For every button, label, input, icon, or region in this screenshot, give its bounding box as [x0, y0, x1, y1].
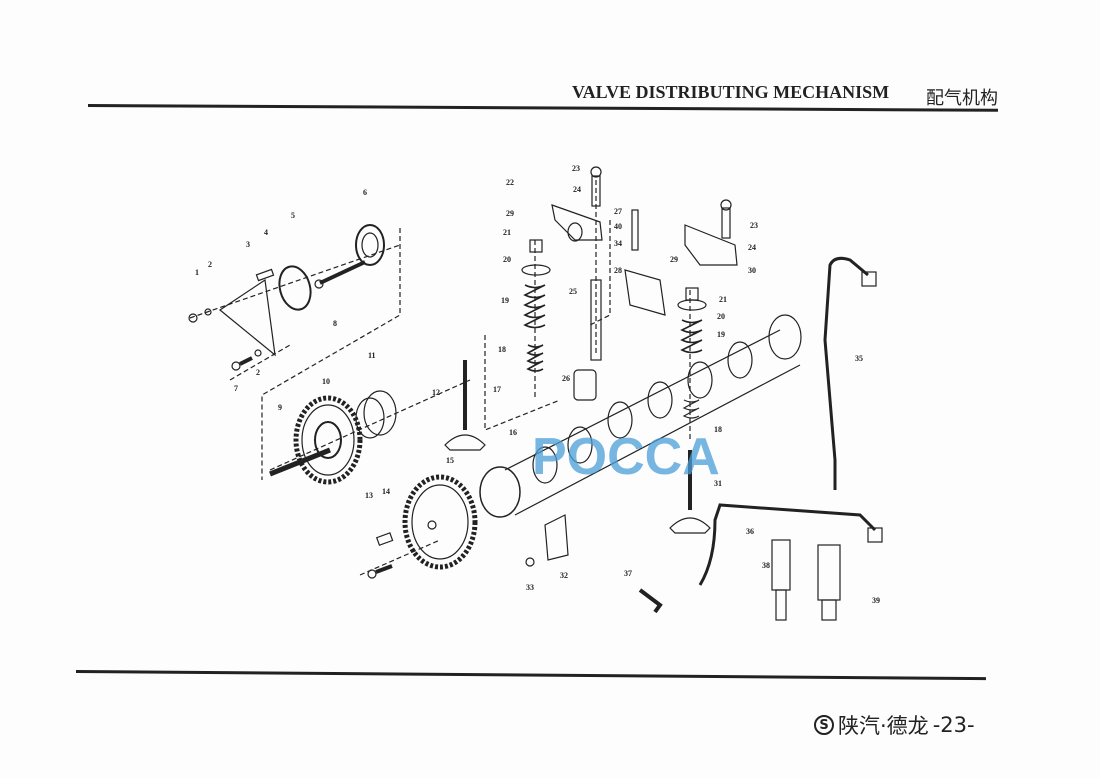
fitting-39-part — [817, 544, 841, 601]
callout: 14 — [382, 487, 390, 496]
rocker-support-part — [624, 269, 666, 316]
camshaft-gear-part — [402, 474, 478, 570]
inner-spring-right-part — [682, 399, 700, 419]
brand-name: 陕汽·德龙 — [838, 714, 929, 738]
lock-nut-part — [590, 166, 602, 178]
section-title-chinese: 配气机构 — [926, 88, 998, 109]
callout: 35 — [855, 354, 863, 363]
callout: 10 — [322, 377, 330, 386]
callout: 20 — [503, 255, 511, 264]
callout: 12 — [432, 388, 440, 397]
brand-logo-icon: S — [814, 715, 834, 735]
callout: 2 — [256, 368, 260, 377]
valve-31-head — [669, 517, 711, 534]
callout: 18 — [714, 425, 722, 434]
callout-labels: 1 2 3 4 5 6 7 2 8 9 10 11 12 13 14 15 16… — [195, 164, 880, 605]
flange-part — [355, 224, 385, 266]
push-rod-part — [590, 279, 602, 361]
spring-seat-right-part — [677, 299, 707, 311]
callout: 26 — [562, 374, 570, 383]
callout: 38 — [762, 561, 770, 570]
callout: 17 — [493, 385, 501, 394]
fitting-38-part — [771, 539, 791, 591]
page-number: -23- — [932, 713, 975, 737]
watermark: POCCA — [532, 428, 720, 486]
callout: 7 — [234, 384, 238, 393]
bolt-33-part — [525, 557, 535, 567]
callout: 34 — [614, 239, 622, 248]
section-title: VALVE DISTRIBUTING MECHANISM — [572, 82, 890, 102]
callout: 8 — [333, 319, 337, 328]
rocker-arm-right-part — [684, 224, 738, 266]
flange-hub-part — [361, 232, 379, 258]
tappet-part — [573, 369, 597, 401]
adjusting-screw-part — [591, 175, 601, 207]
callout: 2 — [208, 260, 212, 269]
footer: S 陕汽·德龙 -23- — [814, 710, 975, 740]
valve-part — [444, 360, 486, 451]
callout: 3 — [246, 240, 250, 249]
rocker-arm-part — [551, 204, 603, 241]
callout: 5 — [291, 211, 295, 220]
callout: 6 — [363, 188, 367, 197]
bolt-27-part — [631, 209, 639, 251]
callout: 16 — [509, 428, 517, 437]
washer-part — [204, 308, 212, 316]
callout: 24 — [573, 185, 581, 194]
dowel-part — [375, 532, 394, 546]
callout: 27 — [614, 207, 622, 216]
idler-gear-part — [293, 395, 363, 485]
bracket-part — [218, 278, 276, 357]
callout: 29 — [670, 255, 678, 264]
callout: 1 — [195, 268, 199, 277]
callout: 25 — [569, 287, 577, 296]
valve-cotter-part — [529, 239, 543, 253]
bolt-7-part — [231, 361, 241, 371]
callout: 24 — [748, 243, 756, 252]
fitting-37-part — [638, 588, 663, 614]
stud-part — [255, 268, 275, 282]
callout: 4 — [264, 228, 268, 237]
callout: 33 — [526, 583, 534, 592]
callout: 21 — [503, 228, 511, 237]
nut-part — [188, 313, 198, 323]
o-ring-part — [278, 265, 312, 311]
callout: 23 — [572, 164, 580, 173]
bolt-part — [319, 260, 366, 285]
callout: 18 — [498, 345, 506, 354]
bolt-13-part — [367, 569, 377, 579]
bolt-head-part — [314, 279, 324, 289]
callout: 29 — [506, 209, 514, 218]
callout: 11 — [368, 351, 376, 360]
gear-hub-part — [363, 390, 397, 436]
callout: 20 — [717, 312, 725, 321]
callout: 19 — [717, 330, 725, 339]
callout: 9 — [278, 403, 282, 412]
callout: 32 — [560, 571, 568, 580]
callout: 39 — [872, 596, 880, 605]
callout: 40 — [614, 222, 622, 231]
valve-cotter-right-part — [685, 287, 699, 301]
spring-seat-part — [521, 264, 551, 276]
callout: 28 — [614, 266, 622, 275]
thrust-plate-part — [544, 514, 569, 561]
oil-pipe-36-part — [698, 503, 877, 586]
valve-springs-part — [523, 284, 546, 372]
callout: 37 — [624, 569, 632, 578]
oil-pipe-part — [823, 256, 869, 490]
callout: 31 — [714, 479, 722, 488]
callout: 30 — [748, 266, 756, 275]
callout: 21 — [719, 295, 727, 304]
callout: 23 — [750, 221, 758, 230]
callout: 15 — [446, 456, 454, 465]
callout: 13 — [365, 491, 373, 500]
washer-2-part — [254, 349, 262, 357]
callout: 36 — [746, 527, 754, 536]
callout: 19 — [501, 296, 509, 305]
callout: 22 — [506, 178, 514, 187]
adjusting-screw-right-part — [721, 207, 731, 239]
camshaft-part — [479, 314, 802, 518]
valve-spring-right-part — [680, 319, 703, 354]
